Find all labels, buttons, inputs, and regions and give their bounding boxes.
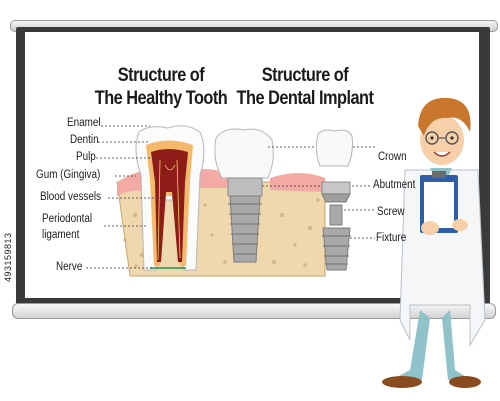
- title-tooth-line2: The Healthy Tooth: [94, 88, 228, 109]
- label-periodontal-2: ligament: [42, 229, 80, 241]
- label-fixture: Fixture: [376, 232, 407, 244]
- label-periodontal-1: Periodontal: [42, 213, 93, 225]
- label-crown: Crown: [378, 151, 407, 163]
- label-abutment: Abutment: [373, 179, 416, 191]
- label-pulp: Pulp: [76, 151, 96, 163]
- title-implant-line2: The Dental Implant: [236, 88, 374, 109]
- screen-roller-bottom: [12, 303, 496, 319]
- label-enamel: Enamel: [67, 117, 101, 129]
- label-nerve: Nerve: [56, 261, 83, 273]
- label-gum: Gum (Gingiva): [36, 169, 101, 181]
- title-implant-line1: Structure of: [261, 65, 349, 86]
- label-blood-vessels: Blood vessels: [40, 191, 102, 203]
- label-screw: Screw: [377, 206, 405, 218]
- label-dentin: Dentin: [70, 134, 99, 146]
- title-tooth-line1: Structure of: [117, 65, 205, 86]
- stock-id-watermark: 493159813: [3, 232, 13, 282]
